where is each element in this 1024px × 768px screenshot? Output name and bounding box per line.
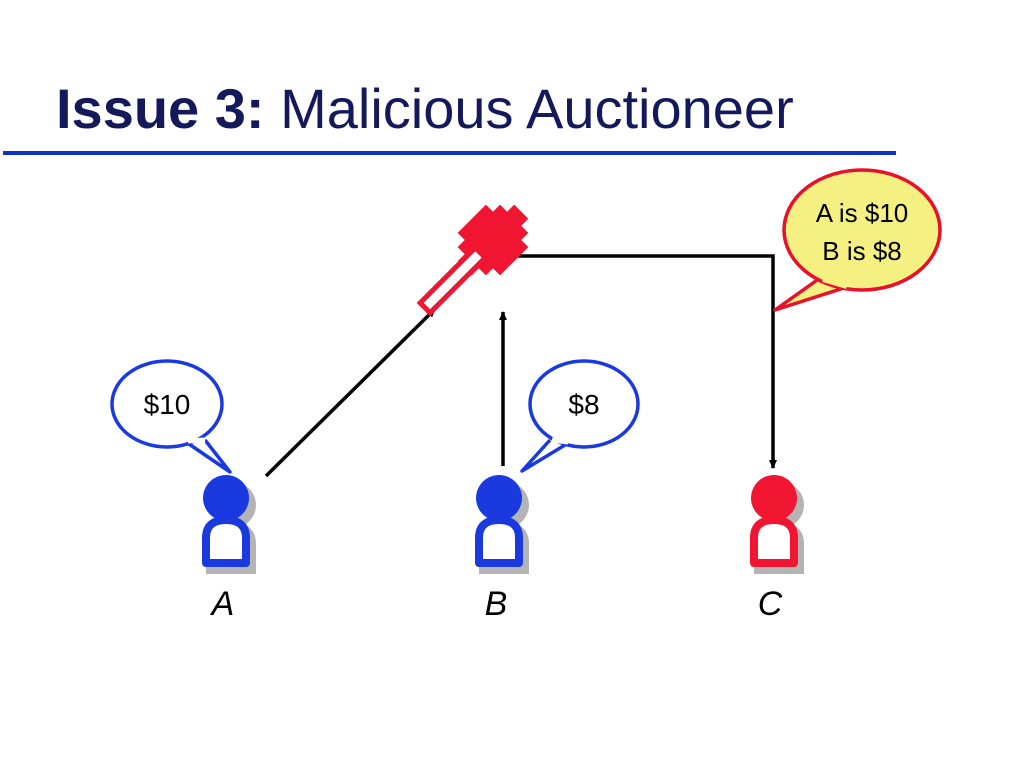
gavel-icon: [416, 204, 529, 317]
auctioneer-message-bubble: A is $10 B is $8: [773, 168, 942, 312]
auctioneer-message-line-2: B is $8: [822, 236, 902, 266]
bid-text-b: $8: [568, 389, 599, 420]
bid-bubble-b: $8: [520, 359, 640, 473]
title-rest: Malicious Auctioneer: [280, 77, 794, 140]
bid-bubble-a: $10: [110, 359, 232, 474]
person-label-b: B: [484, 585, 508, 623]
person-label-c: C: [757, 585, 783, 623]
auctioneer-message-line-1: A is $10: [816, 198, 909, 228]
title-underline: [3, 151, 896, 155]
person-a-icon: [202, 475, 256, 574]
title-bold: Issue 3:: [56, 77, 265, 140]
slide-title: Issue 3: Malicious Auctioneer: [56, 74, 794, 144]
person-label-a: A: [211, 585, 235, 623]
arrow-a-to-auctioneer: [264, 307, 437, 478]
person-c-icon: [750, 475, 804, 574]
arrow-auctioneer-to-c: [518, 254, 777, 469]
person-b-icon: [475, 475, 529, 574]
bid-text-a: $10: [144, 389, 191, 420]
